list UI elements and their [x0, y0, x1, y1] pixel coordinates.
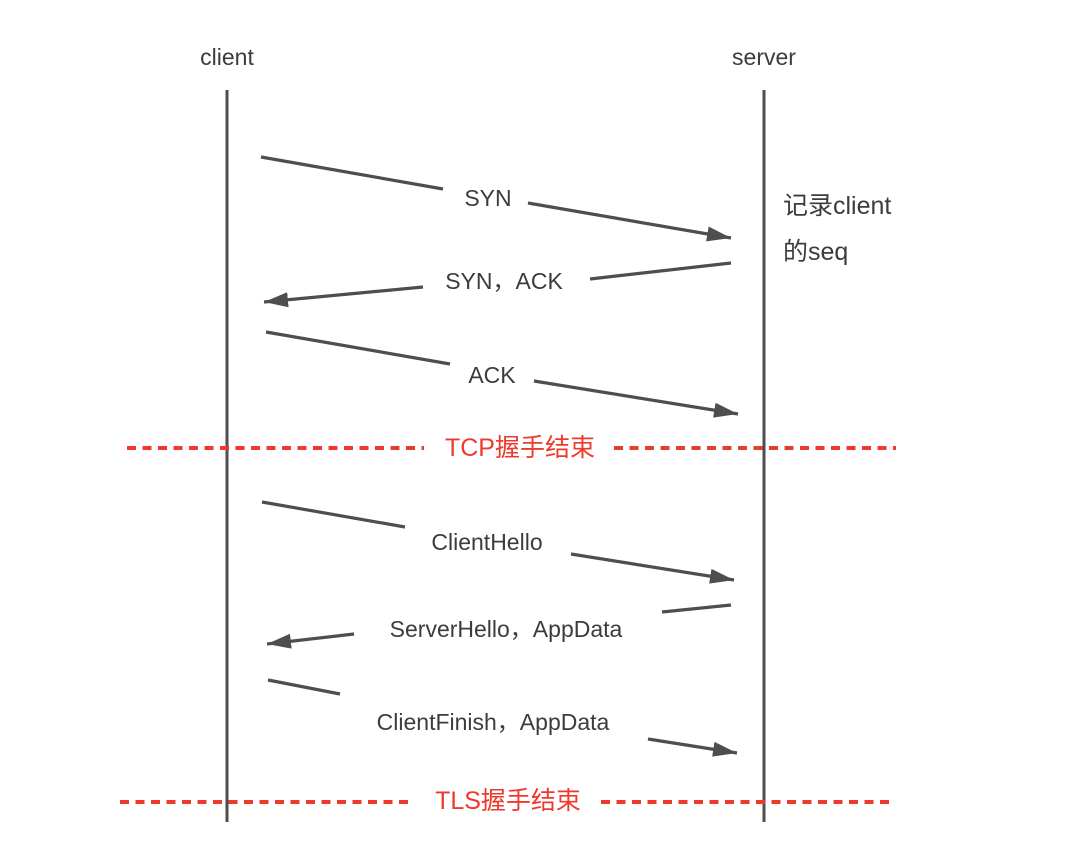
- message-ack: ACK: [265, 330, 739, 418]
- separator-tls-label: TLS握手结束: [435, 787, 581, 815]
- message-client-finish-arrow-line: [647, 737, 738, 757]
- message-client-hello-arrow-line: [570, 552, 735, 584]
- message-syn-ack: SYN，ACK: [263, 261, 732, 308]
- message-client-hello-label: ClientHello: [431, 529, 542, 555]
- message-client-hello-tail-line: [261, 500, 406, 529]
- note-record-client-seq: 记录client 的seq: [783, 192, 891, 266]
- note-line-2: 的seq: [783, 238, 848, 266]
- actor-server-label: server: [732, 44, 796, 70]
- actor-server: server: [732, 44, 796, 822]
- message-syn-tail-line: [260, 155, 444, 191]
- message-server-hello-label: ServerHello，AppData: [390, 616, 623, 642]
- note-line-1: 记录client: [783, 192, 891, 220]
- actor-client-label: client: [200, 44, 254, 70]
- message-client-finish-appdata: ClientFinish，AppData: [267, 678, 738, 757]
- message-client-finish-label: ClientFinish，AppData: [377, 709, 610, 735]
- message-syn-arrow-line: [527, 201, 732, 242]
- separator-tls-handshake-end: TLS握手结束: [120, 787, 895, 815]
- message-server-hello-arrow-line: [266, 632, 355, 649]
- message-server-hello-appdata: ServerHello，AppData: [266, 603, 732, 649]
- message-syn-ack-tail-line: [589, 261, 732, 281]
- message-ack-tail-line: [265, 330, 451, 366]
- separator-tcp-handshake-end: TCP握手结束: [127, 434, 896, 462]
- message-syn-label: SYN: [464, 185, 511, 211]
- message-syn: SYN: [260, 155, 732, 242]
- message-server-hello-tail-line: [661, 603, 732, 614]
- message-syn-ack-arrow-line: [263, 285, 424, 308]
- message-ack-arrow-line: [533, 379, 739, 418]
- message-syn-ack-label: SYN，ACK: [445, 268, 563, 294]
- actor-client: client: [200, 44, 254, 822]
- message-client-finish-tail-line: [267, 678, 341, 696]
- message-client-hello: ClientHello: [261, 500, 735, 584]
- separator-tcp-label: TCP握手结束: [445, 434, 595, 462]
- message-ack-label: ACK: [468, 362, 516, 388]
